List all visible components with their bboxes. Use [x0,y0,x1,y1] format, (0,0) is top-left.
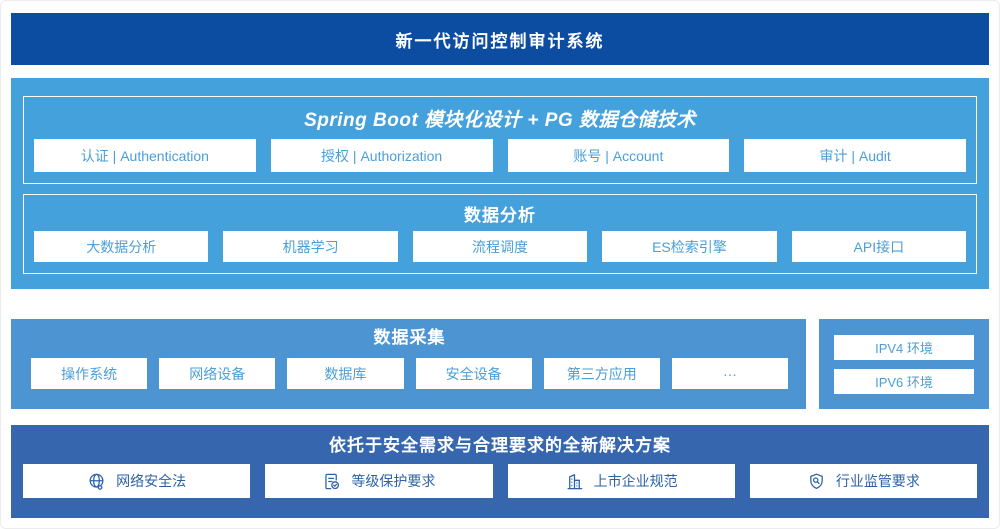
solution-item-label: 网络安全法 [116,473,187,489]
data-analysis-title: 数据分析 [464,205,536,225]
module-machine-learning: 机器学习 [223,231,398,262]
solution-item-label: 等级保护要求 [351,473,436,489]
ip-environments-panel: IPV4 环境 IPV6 环境 [819,319,989,409]
building-icon [565,472,584,491]
source-operating-system: 操作系统 [31,358,148,389]
platform-section: Spring Boot 模块化设计 + PG 数据仓储技术 认证 | Authe… [11,78,989,289]
data-analysis-panel: 数据分析 大数据分析 机器学习 流程调度 ES检索引擎 API接口 [23,194,977,274]
document-check-icon [322,472,341,491]
module-authorization: 授权 | Authorization [270,139,493,172]
env-ipv4: IPV4 环境 [834,334,974,360]
spring-boot-modules: 认证 | Authentication 授权 | Authorization 账… [34,139,966,172]
source-database: 数据库 [287,358,404,389]
module-audit: 审计 | Audit [744,139,966,172]
middle-row: 数据采集 操作系统 网络设备 数据库 安全设备 第三方应用 ··· IPV4 环… [11,319,989,409]
solution-item-label: 行业监管要求 [835,473,920,489]
module-bigdata-analysis: 大数据分析 [34,231,209,262]
shield-search-icon [807,472,826,491]
module-account: 账号 | Account [507,139,730,172]
source-more-ellipsis: ··· [671,358,789,389]
page-title: 新一代访问控制审计系统 [395,31,605,51]
source-security-device: 安全设备 [415,358,532,389]
solution-title: 依托于安全需求与合理要求的全新解决方案 [329,436,671,455]
module-es-search-engine: ES检索引擎 [602,231,777,262]
data-analysis-modules: 大数据分析 机器学习 流程调度 ES检索引擎 API接口 [34,231,967,262]
data-collection-modules: 操作系统 网络设备 数据库 安全设备 第三方应用 ··· [31,358,789,389]
module-authentication: 认证 | Authentication [34,139,256,172]
env-ipv6: IPV6 环境 [834,368,974,394]
source-third-party-app: 第三方应用 [543,358,660,389]
solution-classified-protection: 等级保护要求 [265,464,493,498]
globe-icon [87,472,106,491]
data-collection-title: 数据采集 [373,328,446,347]
module-process-scheduling: 流程调度 [412,231,588,262]
solution-items: 网络安全法 等级保护要求 [23,464,977,498]
solution-listed-company-standard: 上市企业规范 [507,464,735,498]
spring-boot-panel: Spring Boot 模块化设计 + PG 数据仓储技术 认证 | Authe… [23,96,977,184]
solution-item-label: 上市企业规范 [593,473,678,489]
source-network-device: 网络设备 [159,358,276,389]
spring-boot-title: Spring Boot 模块化设计 + PG 数据仓储技术 [304,109,696,131]
module-api: API接口 [791,231,967,262]
data-collection-section: 数据采集 操作系统 网络设备 数据库 安全设备 第三方应用 ··· [11,319,806,409]
solution-industry-regulation: 行业监管要求 [749,464,977,498]
solution-network-security-law: 网络安全法 [23,464,251,498]
solution-section: 依托于安全需求与合理要求的全新解决方案 网络安全法 [11,425,989,518]
page-title-banner: 新一代访问控制审计系统 [11,13,989,65]
